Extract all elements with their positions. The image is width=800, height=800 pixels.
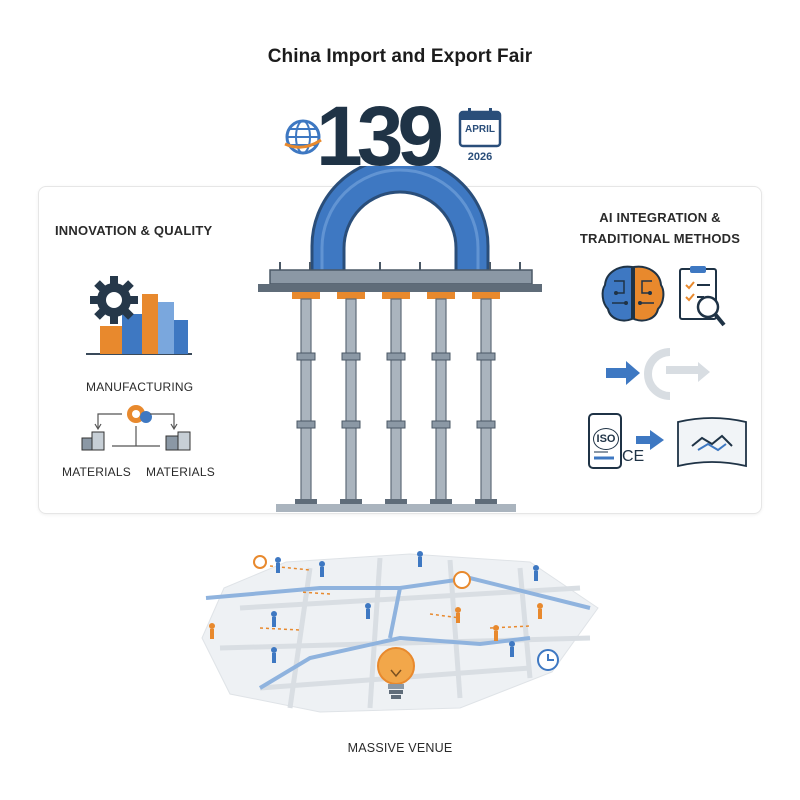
calendar-month: APRIL (465, 124, 495, 135)
checklist-icon (676, 265, 728, 335)
ce-mark: CE (622, 448, 645, 465)
venue-label: MASSIVE VENUE (347, 741, 453, 755)
handshake-icon (677, 417, 747, 468)
arrow-right-icon (636, 430, 664, 450)
materials-label-right: MATERIALS (146, 465, 215, 479)
page-title: China Import and Export Fair (267, 46, 533, 67)
session-number: 139 (316, 89, 444, 183)
heading-line-1: AI INTEGRATION & (599, 210, 721, 225)
innovation-heading: INNOVATION & QUALITY (55, 223, 213, 238)
factory-gear-illustration (86, 272, 196, 358)
iso-badge: ISO (593, 428, 619, 450)
globe-icon (284, 118, 322, 156)
heading-line-2: TRADITIONAL METHODS (579, 231, 741, 246)
materials-flow-diagram (62, 402, 212, 462)
box-stack-icon (165, 431, 191, 451)
calendar-year: 2026 (467, 151, 493, 163)
manufacturing-label: MANUFACTURING (86, 380, 194, 394)
fair-gate-structure (250, 166, 550, 518)
venue-map (200, 548, 602, 718)
arrow-right-icon (606, 361, 640, 385)
ai-integration-heading: AI INTEGRATION & TRADITIONAL METHODS (560, 207, 760, 249)
brain-icon (600, 263, 666, 325)
gear-icon (90, 276, 138, 324)
columns (295, 298, 497, 505)
materials-label-left: MATERIALS (62, 465, 131, 479)
calendar-icon (458, 108, 502, 148)
arch (310, 166, 490, 276)
lightbulb-icon (377, 647, 415, 699)
box-stack-icon (81, 431, 105, 451)
clock-icon (253, 555, 559, 671)
small-gear-icon (127, 405, 152, 423)
process-flow-icon (604, 346, 714, 402)
